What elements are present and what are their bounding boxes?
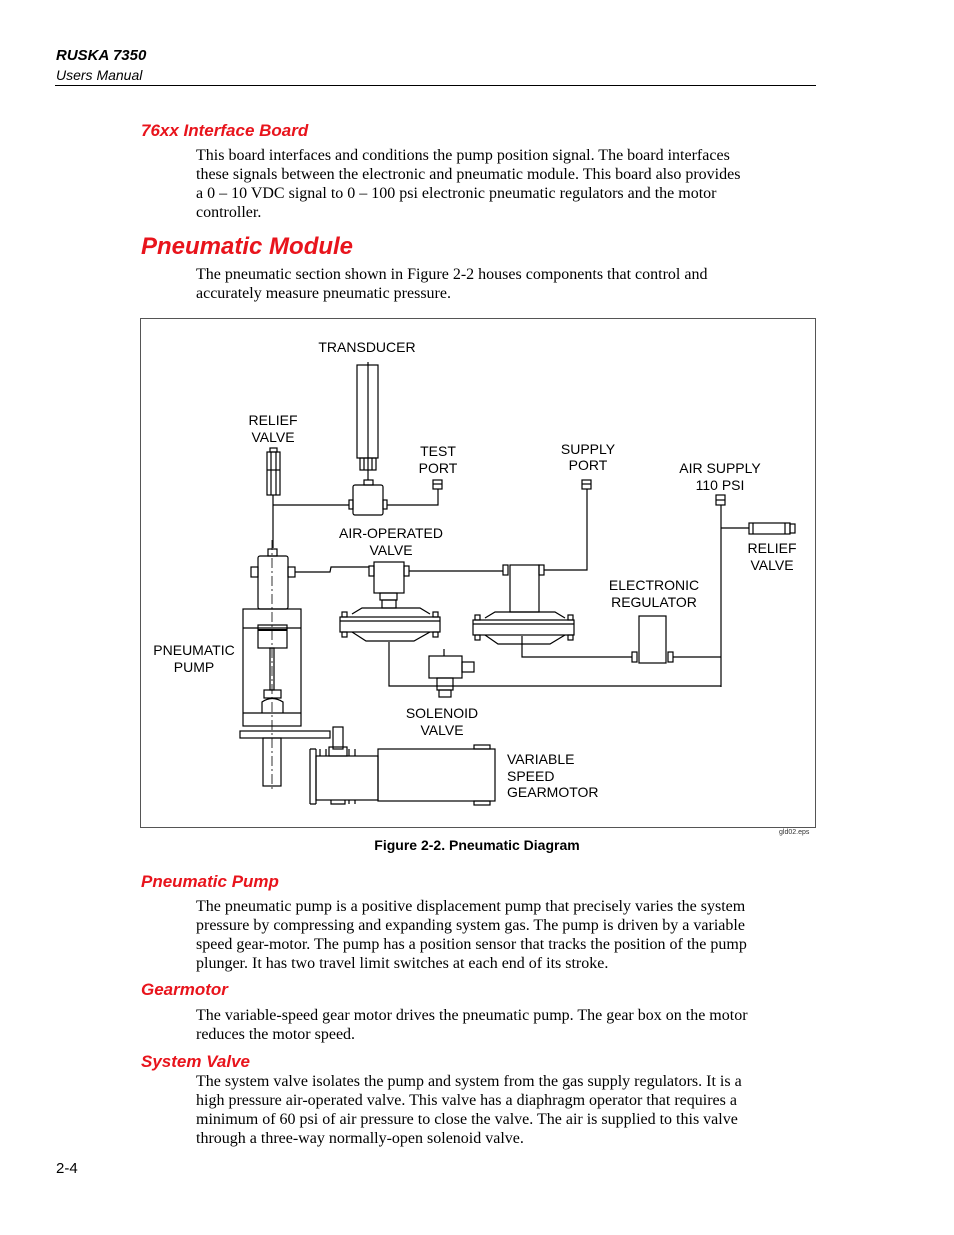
- label-relief-right-1: RELIEF: [747, 540, 796, 556]
- paragraph-gearmotor: The variable-speed gear motor drives the…: [196, 1006, 796, 1044]
- figure-frame: [140, 318, 816, 828]
- text-line: The variable-speed gear motor drives the…: [196, 1007, 748, 1024]
- heading-system-valve: System Valve: [141, 1052, 250, 1071]
- figure-caption: Figure 2-2. Pneumatic Diagram: [0, 837, 954, 853]
- figure-caption-text: Figure 2-2. Pneumatic Diagram: [374, 837, 580, 853]
- label-air-supply-1: AIR SUPPLY: [679, 460, 761, 476]
- label-solenoid-1: SOLENOID: [406, 705, 478, 721]
- electronic-regulator: [631, 615, 674, 664]
- label-pump-2: PUMP: [174, 659, 214, 675]
- text-line: accurately measure pneumatic pressure.: [196, 285, 451, 302]
- paragraph-system-valve: The system valve isolates the pump and s…: [196, 1072, 796, 1148]
- text-line: The system valve isolates the pump and s…: [196, 1073, 742, 1090]
- paragraph-pneumatic-module: The pneumatic section shown in Figure 2-…: [196, 265, 796, 303]
- manual-subtitle: Users Manual: [56, 67, 143, 83]
- label-air-supply-2: 110 PSI: [696, 477, 745, 493]
- text-line: reduces the motor speed.: [196, 1026, 356, 1043]
- heading-pneumatic-pump: Pneumatic Pump: [141, 872, 279, 891]
- label-transducer: TRANSDUCER: [318, 339, 415, 355]
- pressure-regulator: [472, 564, 575, 645]
- label-test-port-1: TEST: [420, 443, 456, 459]
- label-pump-1: PNEUMATIC: [153, 642, 234, 658]
- relief-valve-right: [748, 522, 796, 535]
- text-line: plunger. It has two travel limit switche…: [196, 955, 609, 972]
- label-gearmotor-2: SPEED: [507, 768, 554, 784]
- figure-file-name: gld02.eps: [779, 829, 810, 836]
- heading-pneumatic-module: Pneumatic Module: [141, 233, 354, 260]
- manifold-block: [348, 479, 388, 516]
- label-solenoid-2: VALVE: [420, 722, 463, 738]
- paragraph-interface-board: This board interfaces and conditions the…: [196, 146, 796, 222]
- page-number: 2-4: [56, 1160, 78, 1177]
- text-line: This board interfaces and conditions the…: [196, 147, 730, 164]
- header-rule: [55, 85, 816, 86]
- label-regulator-1: ELECTRONIC: [609, 577, 699, 593]
- pneumatic-pump: [239, 540, 331, 792]
- text-line: these signals between the electronic and…: [196, 166, 741, 183]
- transducer: [356, 362, 379, 480]
- text-line: minimum of 60 psi of air pressure to clo…: [196, 1111, 738, 1128]
- relief-valve-left: [266, 447, 281, 496]
- label-test-port-2: PORT: [419, 460, 458, 476]
- heading-interface-board: 76xx Interface Board: [141, 121, 309, 140]
- heading-gearmotor: Gearmotor: [141, 980, 228, 999]
- label-relief-left-2: VALVE: [251, 429, 294, 445]
- label-air-operated-2: VALVE: [369, 542, 412, 558]
- paragraph-pneumatic-pump: The pneumatic pump is a positive displac…: [196, 897, 796, 973]
- label-supply-port-1: SUPPLY: [561, 441, 616, 457]
- label-supply-port-2: PORT: [569, 457, 608, 473]
- label-regulator-2: REGULATOR: [611, 594, 697, 610]
- label-gearmotor-3: GEARMOTOR: [507, 784, 599, 800]
- text-line: a 0 – 10 VDC signal to 0 – 100 psi elect…: [196, 185, 717, 202]
- text-line: high pressure air-operated valve. This v…: [196, 1092, 737, 1109]
- manual-title: RUSKA 7350: [56, 47, 147, 64]
- text-line: speed gear-motor. The pump has a positio…: [196, 936, 747, 953]
- label-air-operated-1: AIR-OPERATED: [339, 525, 443, 541]
- gearmotor: [309, 726, 496, 806]
- text-line: The pneumatic pump is a positive displac…: [196, 898, 746, 915]
- pipes: [272, 489, 749, 687]
- air-operated-valve: [339, 561, 441, 642]
- text-line: controller.: [196, 204, 262, 221]
- text-line: The pneumatic section shown in Figure 2-…: [196, 266, 708, 283]
- label-gearmotor-1: VARIABLE: [507, 751, 574, 767]
- label-relief-left-1: RELIEF: [248, 412, 297, 428]
- text-line: through a three-way normally-open soleno…: [196, 1130, 524, 1147]
- text-line: pressure by compressing and expanding sy…: [196, 917, 745, 934]
- label-relief-right-2: VALVE: [750, 557, 793, 573]
- port-fittings: [432, 479, 726, 506]
- solenoid-valve: [428, 649, 475, 698]
